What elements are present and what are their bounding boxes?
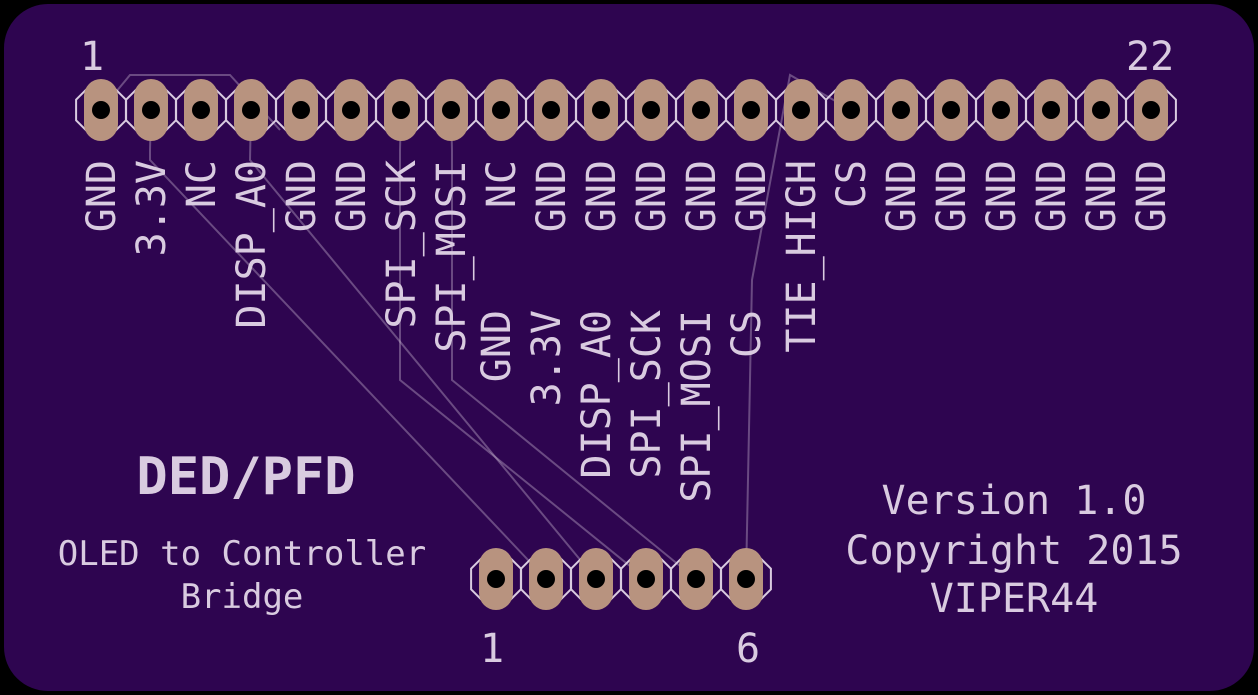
- board-title: DED/PFD: [136, 447, 355, 507]
- bottom-header-pad: [520, 548, 572, 610]
- bottom-header-pad: [670, 548, 722, 610]
- top-header-pin-label: GND: [879, 160, 925, 232]
- top-header-pad: [825, 79, 877, 141]
- top-header-pads: [75, 79, 1177, 141]
- bottom-header-last-pin-number: 6: [736, 626, 760, 672]
- bottom-header-pad: [620, 548, 672, 610]
- top-header-pin-label: GND: [79, 160, 125, 232]
- top-header-pad: [675, 79, 727, 141]
- top-header-pad: [575, 79, 627, 141]
- top-header-pin-label: GND: [329, 160, 375, 232]
- top-header-pad: [625, 79, 677, 141]
- top-header-pad: [225, 79, 277, 141]
- top-header-pin-label: DISP_A0: [229, 160, 275, 329]
- top-header-pad: [475, 79, 527, 141]
- top-header-pad: [725, 79, 777, 141]
- top-header-pad: [425, 79, 477, 141]
- top-header-pad: [1025, 79, 1077, 141]
- top-header-pin-label: GND: [1079, 160, 1125, 232]
- top-header-pad: [775, 79, 827, 141]
- top-header-pad: [375, 79, 427, 141]
- bottom-header-pad: [720, 548, 772, 610]
- author-text: VIPER44: [930, 576, 1099, 622]
- trace: [745, 73, 852, 580]
- top-header-pad: [325, 79, 377, 141]
- top-header-pin-label: GND: [679, 160, 725, 232]
- top-header-pin-label: GND: [579, 160, 625, 232]
- bottom-header-first-pin-number: 1: [480, 626, 504, 672]
- top-header-last-pin-number: 22: [1126, 34, 1174, 80]
- top-header-pin-label: 3.3V: [129, 160, 175, 256]
- top-header-pin-label: NC: [179, 160, 225, 208]
- top-header-pin-label: SPI_MOSI: [429, 160, 475, 353]
- top-header-pad: [275, 79, 327, 141]
- board-subtitle-line-1: OLED to Controller: [58, 534, 426, 574]
- top-header-pin-label: GND: [929, 160, 975, 232]
- top-header-pin-label: NC: [479, 160, 525, 208]
- bottom-header-pin-label: 3.3V: [524, 310, 570, 406]
- top-header-pad: [1125, 79, 1177, 141]
- top-header-pad: [925, 79, 977, 141]
- top-header-first-pin-number: 1: [80, 34, 104, 80]
- bottom-header-pads: [470, 548, 772, 610]
- top-header-pad: [525, 79, 577, 141]
- bottom-header-pad: [570, 548, 622, 610]
- top-header-pad: [875, 79, 927, 141]
- top-header-pin-label: GND: [529, 160, 575, 232]
- board-subtitle-line-2: Bridge: [181, 577, 304, 617]
- bottom-header-pin-label: DISP_A0: [574, 310, 620, 479]
- top-header-pin-label: CS: [829, 160, 875, 208]
- bottom-header-pin-label: GND: [474, 310, 520, 382]
- top-header-pin-label: GND: [729, 160, 775, 232]
- top-header-pad: [1075, 79, 1127, 141]
- top-header-pad: [75, 79, 127, 141]
- bottom-header-pad: [470, 548, 522, 610]
- top-header-pad: [125, 79, 177, 141]
- bottom-header-pin-label: SPI_MOSI: [674, 310, 720, 503]
- top-header-pin-label: GND: [979, 160, 1025, 232]
- top-header-pin-label: GND: [1129, 160, 1175, 232]
- top-header-pin-label: GND: [279, 160, 325, 232]
- top-header-pad: [975, 79, 1027, 141]
- top-header-pad: [175, 79, 227, 141]
- version-text: Version 1.0: [882, 478, 1147, 524]
- copyright-text: Copyright 2015: [845, 528, 1182, 574]
- bottom-header-pin-label: CS: [724, 310, 770, 358]
- top-header-pin-label: GND: [629, 160, 675, 232]
- top-header-pin-label: GND: [1029, 160, 1075, 232]
- top-header-pin-label: TIE_HIGH: [779, 160, 825, 353]
- top-header-pin-label: SPI_SCK: [379, 160, 425, 329]
- bottom-header-pin-label: SPI_SCK: [624, 310, 670, 479]
